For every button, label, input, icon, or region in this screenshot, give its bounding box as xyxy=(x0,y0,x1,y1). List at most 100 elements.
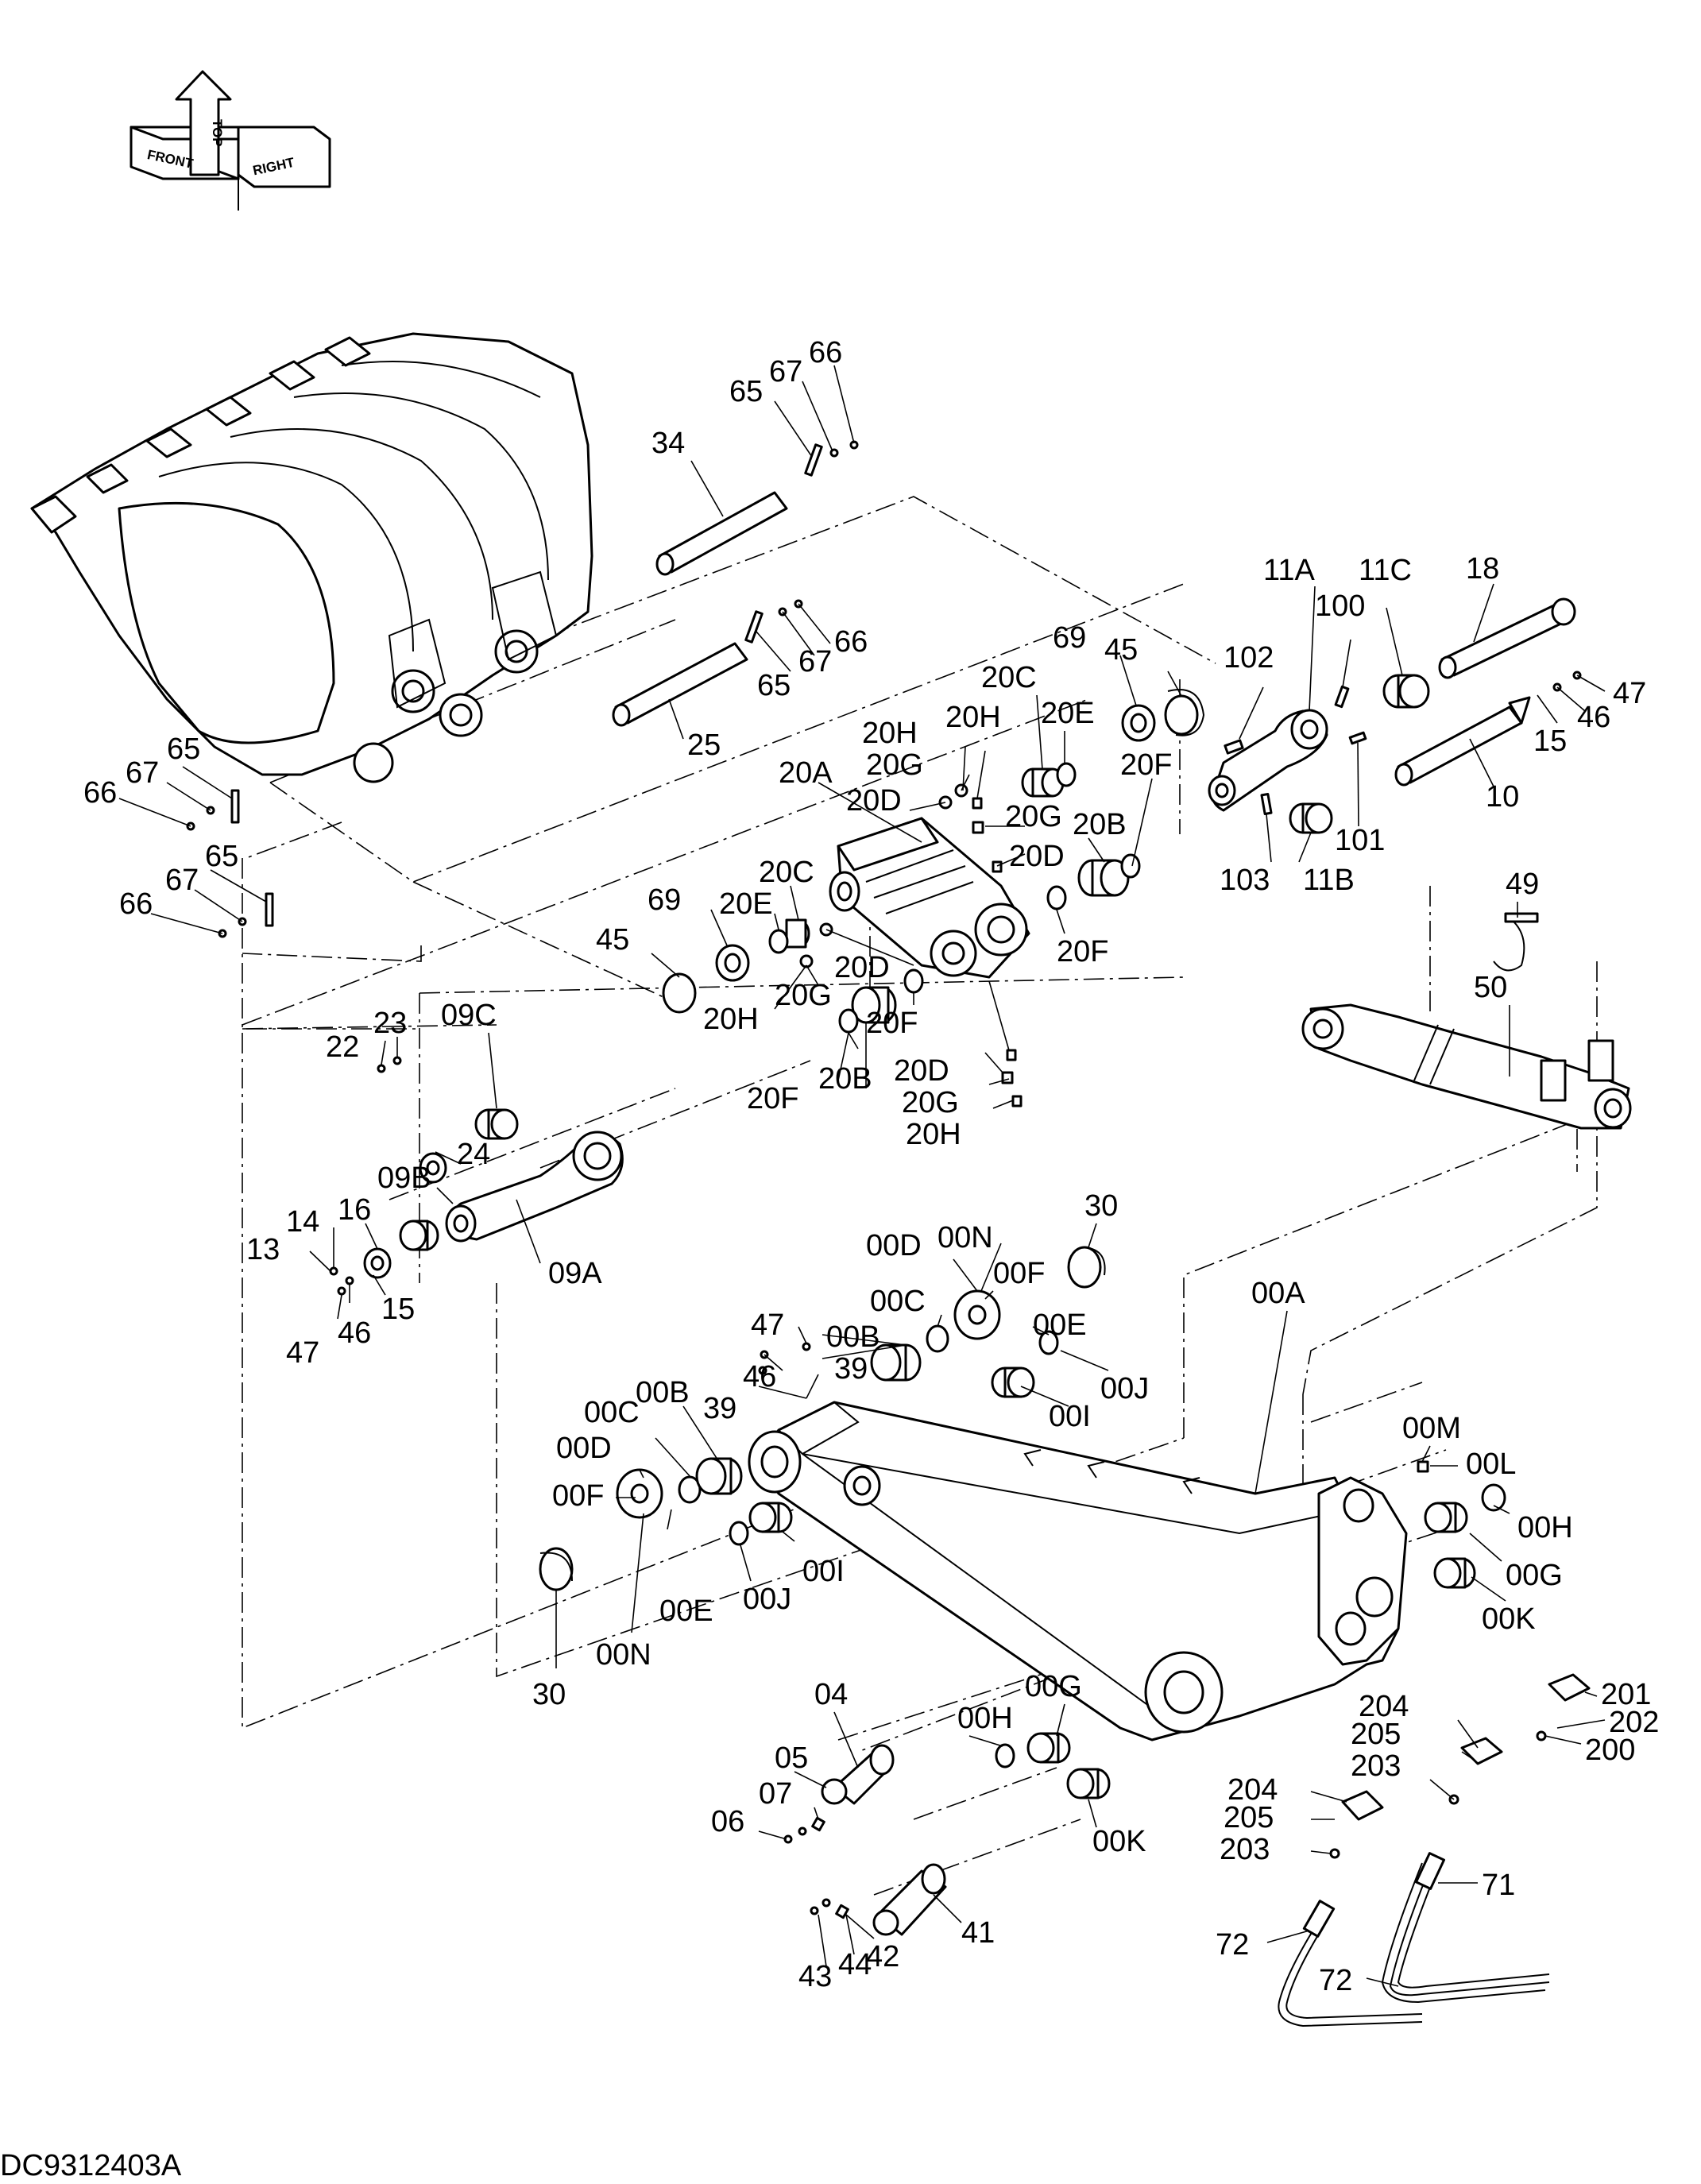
callout-204: 204 xyxy=(1359,1690,1409,1723)
callout-205: 205 xyxy=(1224,1801,1274,1834)
callout-14: 14 xyxy=(286,1205,319,1239)
callout-00M: 00M xyxy=(1402,1412,1461,1445)
callout-39: 39 xyxy=(703,1392,736,1425)
callout-20G: 20G xyxy=(1005,800,1062,833)
callout-00C: 00C xyxy=(870,1285,926,1318)
callout-00D: 00D xyxy=(866,1229,922,1262)
callout-20D: 20D xyxy=(834,951,890,984)
callout-11B: 11B xyxy=(1303,864,1355,897)
callout-39: 39 xyxy=(834,1352,868,1386)
callout-204: 204 xyxy=(1227,1773,1278,1807)
bucket xyxy=(30,332,593,783)
callout-24: 24 xyxy=(457,1138,490,1171)
callout-65: 65 xyxy=(757,669,791,702)
callout-46: 46 xyxy=(1577,701,1610,734)
callout-04: 04 xyxy=(814,1678,848,1711)
callout-72: 72 xyxy=(1319,1964,1352,1997)
cylinder-50 xyxy=(1301,912,1632,1130)
callout-25: 25 xyxy=(687,729,721,762)
link-11A xyxy=(1208,674,1430,834)
callout-00I: 00I xyxy=(1049,1400,1091,1433)
callout-20B: 20B xyxy=(818,1062,872,1096)
callout-43: 43 xyxy=(798,1960,832,1993)
callout-20H: 20H xyxy=(906,1118,961,1151)
callout-11C: 11C xyxy=(1359,554,1412,587)
callout-20D: 20D xyxy=(1009,840,1065,873)
callout-30: 30 xyxy=(1084,1189,1118,1223)
callout-49: 49 xyxy=(1506,868,1539,901)
callout-45: 45 xyxy=(1104,633,1138,667)
callout-00L: 00L xyxy=(1466,1448,1516,1481)
link-20A xyxy=(829,817,1030,979)
callout-15: 15 xyxy=(381,1293,415,1326)
orient-top-label: TOP xyxy=(210,119,225,147)
callout-20B: 20B xyxy=(1073,808,1127,841)
callout-00D: 00D xyxy=(556,1432,612,1465)
callout-65: 65 xyxy=(729,375,763,408)
callout-203: 203 xyxy=(1351,1749,1401,1783)
callout-47: 47 xyxy=(1613,677,1646,710)
callout-66: 66 xyxy=(809,336,842,369)
callout-65: 65 xyxy=(167,733,200,766)
callout-72: 72 xyxy=(1216,1928,1249,1962)
arm-00A xyxy=(748,1401,1408,1741)
callout-203: 203 xyxy=(1220,1833,1270,1866)
callout-20F: 20F xyxy=(747,1082,798,1115)
callout-00E: 00E xyxy=(1033,1308,1087,1342)
pin-25 xyxy=(612,642,748,727)
callout-20G: 20G xyxy=(902,1086,959,1119)
callout-00E: 00E xyxy=(659,1595,713,1628)
callout-00K: 00K xyxy=(1482,1602,1536,1636)
callout-46: 46 xyxy=(743,1360,776,1394)
callout-69: 69 xyxy=(648,883,681,917)
callout-20A: 20A xyxy=(779,756,833,790)
callout-00J: 00J xyxy=(1100,1372,1149,1405)
callout-00G: 00G xyxy=(1506,1559,1563,1592)
callout-41: 41 xyxy=(961,1916,995,1950)
leader-lines xyxy=(118,365,1606,1987)
callout-10: 10 xyxy=(1486,780,1519,814)
callout-103: 103 xyxy=(1220,864,1270,897)
callout-16: 16 xyxy=(338,1193,371,1227)
callout-69: 69 xyxy=(1053,621,1086,655)
callout-20D: 20D xyxy=(894,1054,949,1088)
callout-00N: 00N xyxy=(596,1638,651,1672)
callout-42: 42 xyxy=(866,1940,899,1973)
callout-labels: 66 67 65 34 66 67 65 25 65 67 66 65 67 6… xyxy=(83,336,1659,1997)
callout-30: 30 xyxy=(532,1678,566,1711)
pin-04 xyxy=(783,1744,895,1844)
callout-00H: 00H xyxy=(957,1702,1013,1735)
callout-205: 205 xyxy=(1351,1718,1401,1751)
callout-20C: 20C xyxy=(759,856,814,889)
callout-67: 67 xyxy=(798,645,832,678)
callout-13: 13 xyxy=(246,1233,280,1266)
callout-66: 66 xyxy=(119,887,153,921)
callout-20H: 20H xyxy=(945,701,1001,734)
callout-20G: 20G xyxy=(775,979,832,1012)
callout-00G: 00G xyxy=(1025,1670,1082,1703)
link-09A xyxy=(329,1056,624,1296)
callout-20D: 20D xyxy=(846,784,902,818)
callout-20C: 20C xyxy=(981,661,1037,694)
callout-201: 201 xyxy=(1601,1678,1651,1711)
callout-20H: 20H xyxy=(862,717,918,750)
callout-65: 65 xyxy=(205,840,238,873)
callout-15: 15 xyxy=(1533,725,1567,758)
callout-00F: 00F xyxy=(552,1479,604,1513)
callout-20F: 20F xyxy=(866,1007,918,1040)
callout-00B: 00B xyxy=(826,1320,880,1354)
callout-20E: 20E xyxy=(1041,697,1095,730)
callout-50: 50 xyxy=(1474,971,1507,1004)
callout-66: 66 xyxy=(834,625,868,659)
callout-47: 47 xyxy=(751,1308,784,1342)
callout-00I: 00I xyxy=(802,1555,845,1588)
hoses-71-72 xyxy=(1278,1673,1591,2027)
pin-41 xyxy=(810,1863,947,1936)
callout-20F: 20F xyxy=(1057,935,1108,968)
callout-200: 200 xyxy=(1585,1734,1635,1767)
callout-45: 45 xyxy=(596,923,629,957)
orientation-arrow: FRONT TOP RIGHT xyxy=(130,70,331,211)
callout-09A: 09A xyxy=(548,1257,602,1290)
callout-101: 101 xyxy=(1335,824,1385,857)
pin-34 xyxy=(655,491,788,576)
